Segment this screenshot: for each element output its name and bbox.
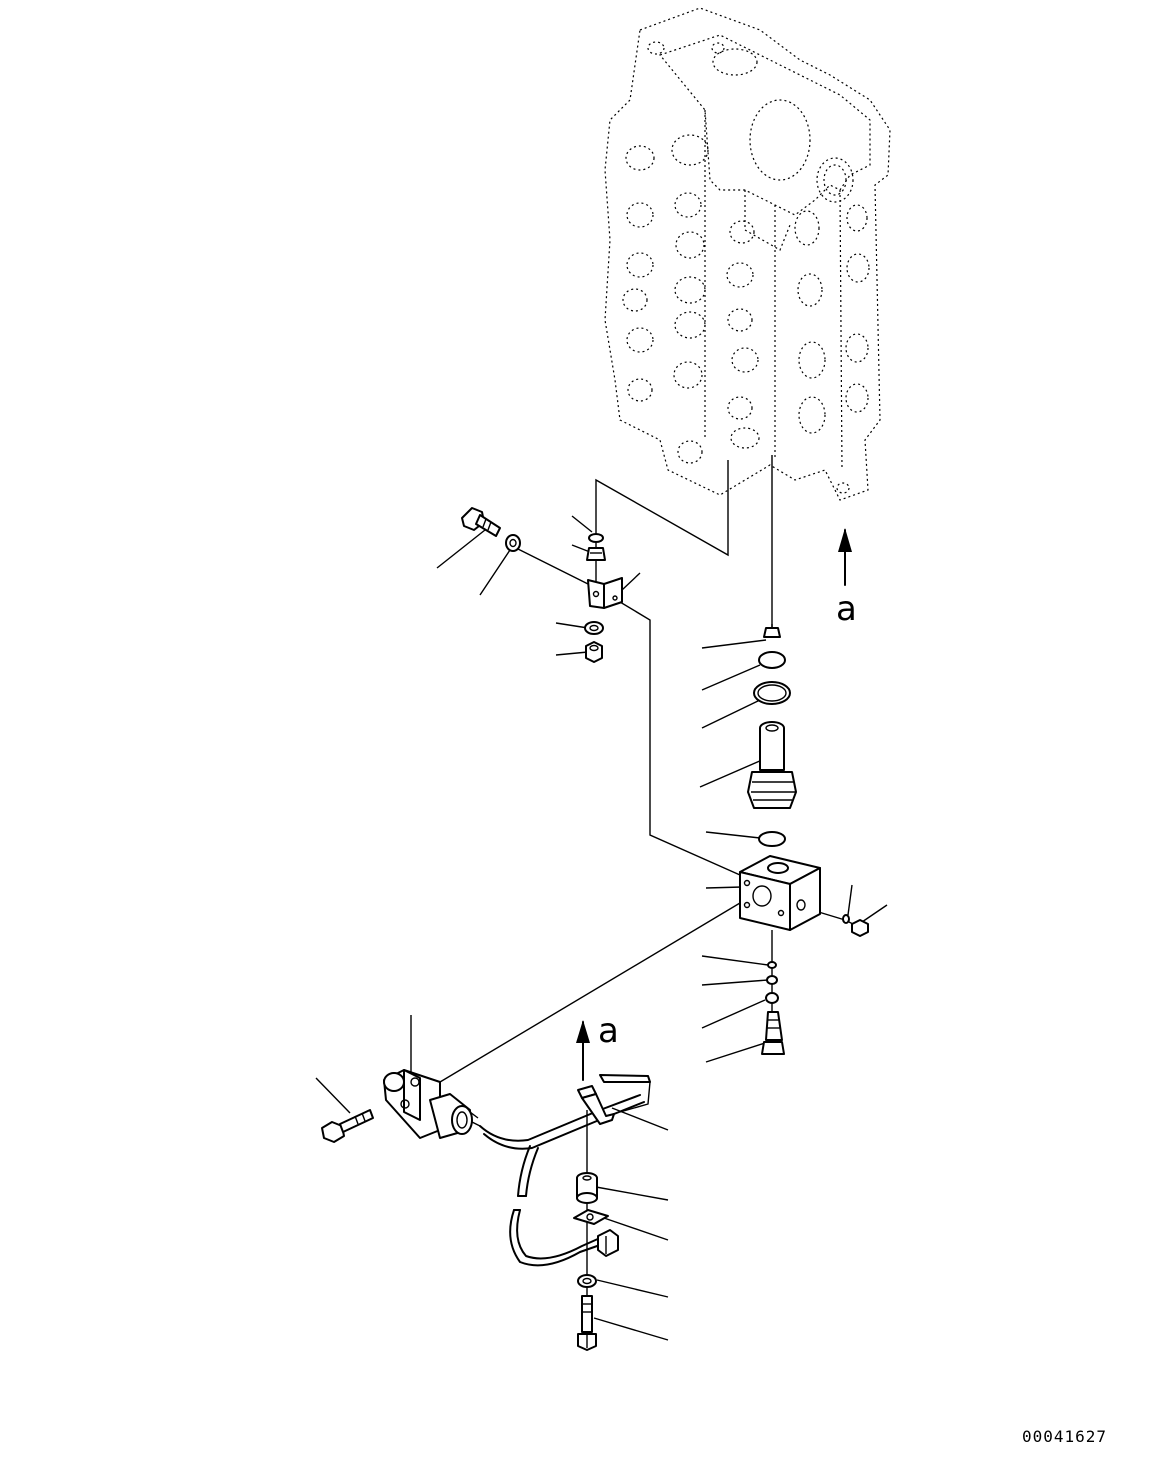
o-ring-3 xyxy=(767,961,777,969)
o-ring-5 xyxy=(765,992,779,1004)
solenoid-valve xyxy=(383,1069,481,1139)
o-ring-1 xyxy=(758,651,786,669)
small-o-ring-side xyxy=(842,914,850,924)
leader-lines xyxy=(315,515,888,1341)
nut-upper xyxy=(585,641,603,663)
clamp xyxy=(577,1074,651,1125)
connector-bracket xyxy=(573,1209,609,1225)
plug-small xyxy=(763,624,781,638)
washer-upper xyxy=(505,534,521,552)
valve-cartridge xyxy=(747,721,797,809)
o-ring-small-upper xyxy=(588,533,604,543)
washer-mid xyxy=(584,621,604,635)
connector xyxy=(597,1229,619,1257)
bolt-bottom xyxy=(577,1295,597,1351)
harness-wire xyxy=(479,1094,645,1267)
view-arrow-a-lower: a xyxy=(576,1011,619,1081)
bracket-upper xyxy=(587,577,623,609)
o-ring-2 xyxy=(758,831,786,847)
washer-lower xyxy=(577,1274,597,1288)
plug-side xyxy=(851,919,869,937)
control-valve-body xyxy=(604,7,891,501)
spacer-sleeve xyxy=(576,1172,598,1204)
fitting-lower xyxy=(761,1011,785,1055)
bolt-upper xyxy=(461,507,501,537)
view-label-lower: a xyxy=(598,1011,619,1051)
o-ring-4 xyxy=(766,975,778,985)
bolt-lower xyxy=(321,1109,374,1143)
drawing-number: 00041627 xyxy=(1022,1427,1107,1446)
valve-block xyxy=(739,855,821,931)
fitting-upper xyxy=(586,547,606,561)
view-label-upper: a xyxy=(836,589,857,629)
view-arrow-a-upper: a xyxy=(836,528,857,629)
backup-ring xyxy=(753,681,791,705)
